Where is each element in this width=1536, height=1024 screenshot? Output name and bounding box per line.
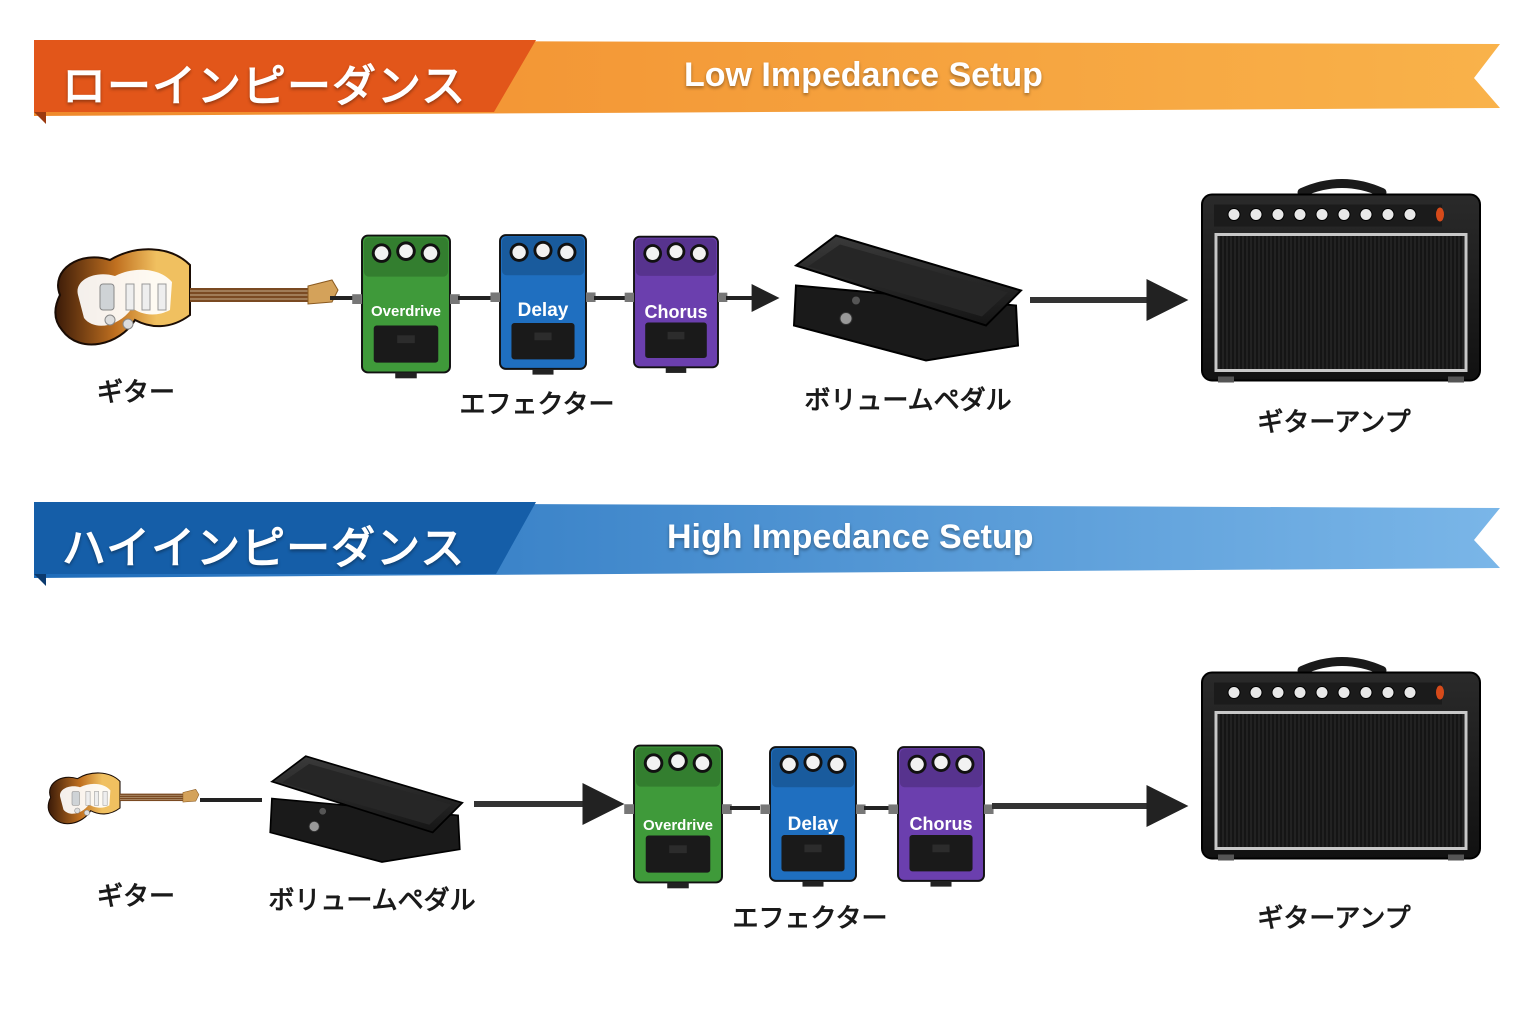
high-banner-tab: [34, 502, 536, 574]
low-guitar-label: ギター: [96, 378, 176, 408]
low-banner-title-en: Low Impedance Setup: [684, 56, 1043, 94]
high-volume-pedal-label: ボリュームペダル: [268, 886, 476, 916]
low-chain: Overdrive Delay Chorus: [54, 184, 1480, 383]
high-volume-pedal-icon: [269, 755, 464, 863]
low-banner-tab: [34, 40, 536, 112]
high-amp-label: ギターアンプ: [1257, 904, 1411, 934]
high-overdrive-label: Overdrive: [643, 817, 713, 834]
low-delay-label: Delay: [518, 300, 569, 321]
high-amp-icon: [1202, 662, 1480, 861]
high-chain: Overdrive Delay Chorus: [47, 662, 1480, 890]
low-chorus-label: Chorus: [645, 302, 708, 322]
low-banner-title-jp: ローインピーダンス: [62, 61, 467, 112]
low-overdrive-label: Overdrive: [371, 303, 441, 320]
low-volume-pedal-label: ボリュームペダル: [804, 386, 1012, 416]
high-guitar-label: ギター: [96, 882, 176, 912]
high-guitar-icon: [47, 771, 200, 825]
high-delay-label: Delay: [788, 814, 839, 835]
low-effects-label: エフェクター: [459, 390, 615, 420]
low-amp-icon: [1202, 184, 1480, 383]
high-impedance-banner: ハイインピーダンス High Impedance Setup: [34, 502, 1502, 586]
high-banner-title-en: High Impedance Setup: [667, 518, 1034, 556]
low-impedance-banner: ローインピーダンス Low Impedance Setup: [34, 40, 1502, 124]
high-effects-label: エフェクター: [732, 904, 888, 934]
low-guitar-icon: [54, 248, 339, 346]
low-volume-pedal-icon: [792, 234, 1023, 362]
high-banner-title-jp: ハイインピーダンス: [62, 523, 466, 574]
high-chorus-label: Chorus: [910, 814, 973, 834]
low-amp-label: ギターアンプ: [1257, 408, 1411, 438]
